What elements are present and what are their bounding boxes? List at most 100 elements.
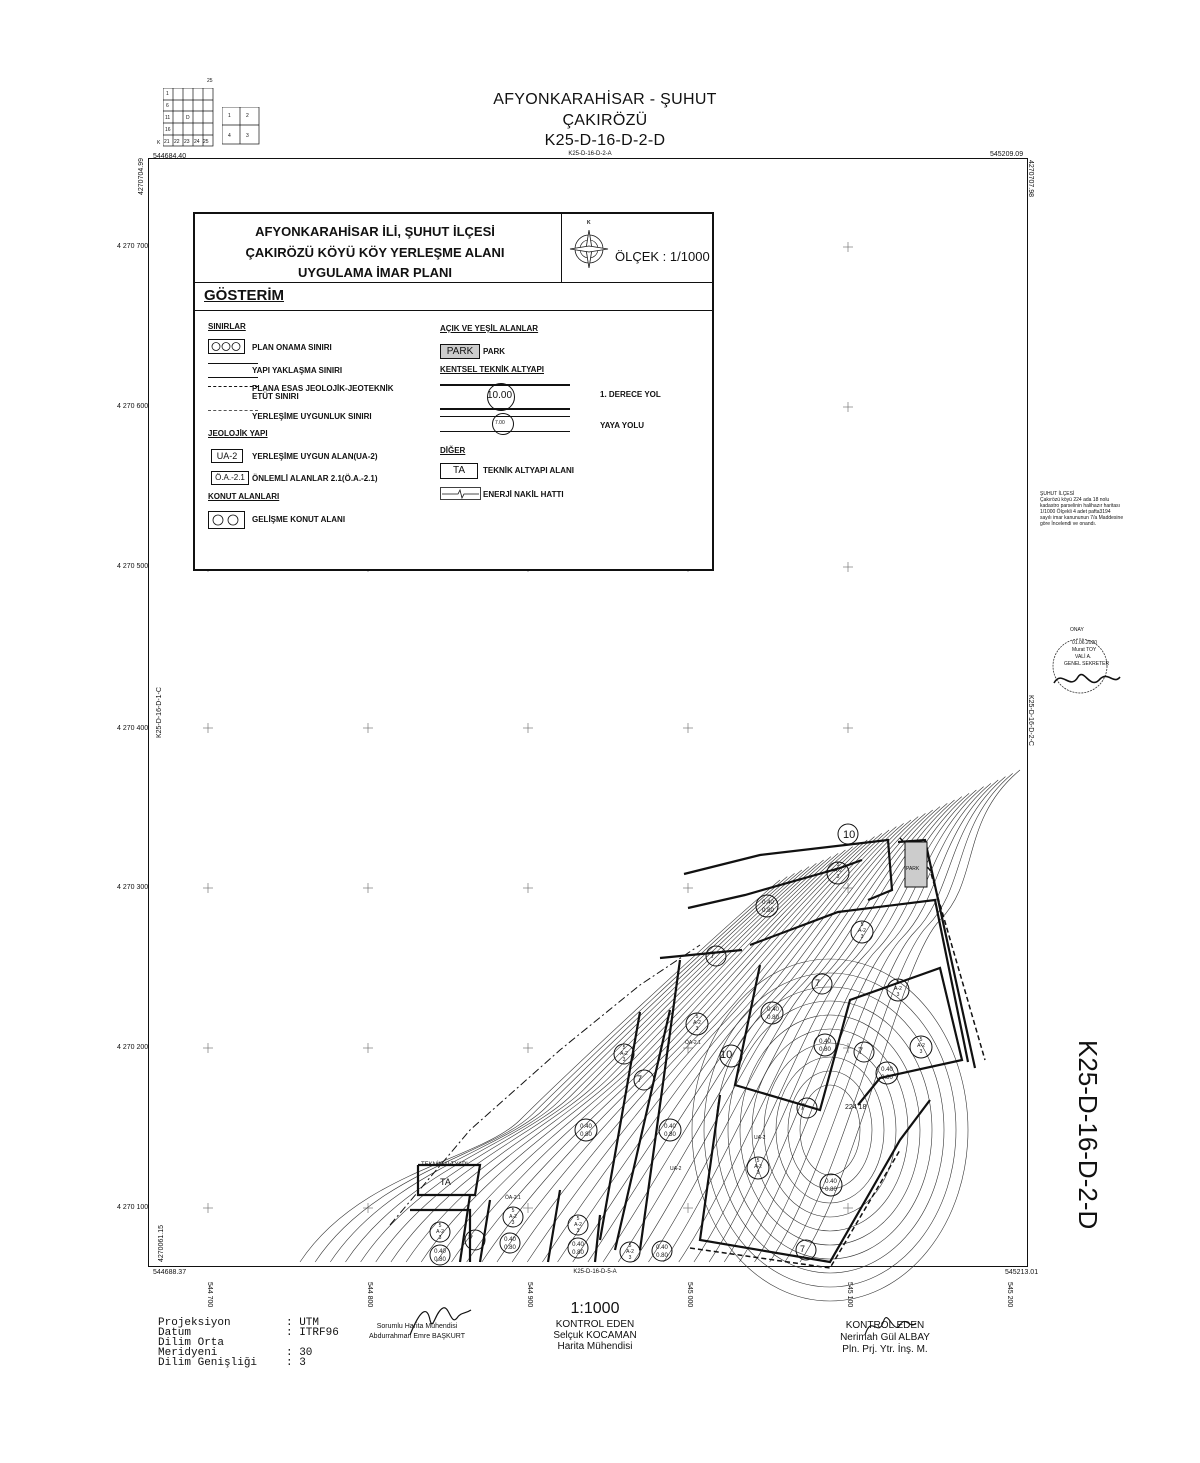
contour-hill — [799, 1084, 861, 1176]
contour-line — [527, 829, 890, 1263]
plan-approval-dashed-2 — [689, 1149, 901, 1269]
sorumlu-name: Abdurrahman Emre BAŞKURT — [369, 1333, 465, 1340]
block-floors: 5 — [628, 1243, 632, 1249]
title-divider-vertical — [561, 214, 562, 282]
road-label-circle — [837, 823, 859, 845]
block-zone: A-2 — [620, 1051, 628, 1057]
legend-panel: AFYONKARAHİSAR İLİ, ŞUHUT İLÇESİ ÇAKIRÖZ… — [193, 212, 714, 571]
projection-value: : ITRF96 — [286, 1327, 339, 1339]
road-label-7-d: 7 — [800, 1244, 806, 1254]
taks: 0.40 — [825, 1179, 837, 1185]
legend-title-1: AFYONKARAHİSAR İLİ, ŞUHUT İLÇESİ — [255, 224, 495, 239]
northing-label: 4 270 600 — [117, 403, 149, 410]
block-order: 3 — [919, 1049, 923, 1055]
contour-line — [314, 876, 788, 1263]
contour-line — [572, 819, 912, 1263]
section-jeolojik: JEOLOJİK YAPI — [208, 429, 268, 438]
projection-row: Projeksiyon: UTM — [158, 1317, 339, 1329]
teknik-altyapi-label: TEKNİK ALTYAPI — [421, 1162, 468, 1168]
ta-block — [416, 1163, 482, 1197]
legend-ua2: YERLEŞİME UYGUN ALAN(UA-2) — [252, 452, 378, 461]
power-line — [389, 944, 701, 1226]
road-label-circle — [796, 1097, 818, 1119]
road-7-west-c — [613, 1009, 672, 1251]
northing-label: 4 270 400 — [117, 725, 149, 732]
index-cell-24: 24 — [194, 139, 200, 145]
contour-line — [466, 843, 861, 1263]
kaks: 0.80 — [819, 1047, 831, 1053]
block-zone: A-2 — [858, 928, 866, 934]
map-frame — [148, 158, 1028, 1267]
index-cell-22: 22 — [174, 139, 180, 145]
kontrol2-signature — [864, 1317, 917, 1336]
legend-title-3: UYGULAMA İMAR PLANI — [297, 265, 453, 280]
block-order: 3 — [896, 992, 900, 998]
block-zone: A-2 — [894, 986, 902, 992]
block-order: 3 — [622, 1057, 626, 1063]
contour-hill — [751, 1028, 909, 1232]
road-label-circle — [574, 1118, 598, 1142]
plan-onama-symbol — [208, 339, 245, 354]
jeoteknik-symbol — [208, 386, 258, 400]
contour-line — [496, 836, 875, 1263]
projection-row: Datum : ITRF96 — [158, 1327, 339, 1339]
block-boundary-inner — [733, 964, 964, 1112]
road-7-cross — [659, 948, 743, 960]
gelisme-symbol — [208, 511, 245, 529]
index-cell-11: 11 — [165, 115, 171, 121]
road-7-west-b — [638, 959, 682, 1251]
mini-cell-2: 2 — [246, 113, 249, 119]
park-symbol: PARK — [440, 344, 480, 359]
mini-cell-4: 4 — [228, 133, 231, 139]
road-label-circle — [567, 1214, 589, 1236]
parcel-label: 224 18 — [845, 1104, 867, 1111]
block-order: 3 — [756, 1170, 760, 1176]
yaya-yol-value: 7.00 — [495, 420, 505, 426]
section-diger: DİĞER — [440, 446, 466, 455]
side-sheet-label: K25-D-16-D-2-D — [1073, 1040, 1103, 1230]
road-10-south-edge — [687, 858, 863, 910]
approval-note-line: 1/1000 Ölçekli 4 adet pafta3194 — [1040, 509, 1111, 515]
block-floors: 5 — [511, 1208, 515, 1214]
block-order: 3 — [836, 874, 840, 880]
road-label-7-f: 7 — [468, 1234, 474, 1244]
taks: 0.40 — [504, 1237, 516, 1243]
road-label-circle — [619, 1241, 641, 1263]
contour-line — [739, 783, 992, 1263]
onay-date: 01.06.2020 — [1072, 640, 1098, 646]
road-label-circle — [853, 1041, 875, 1063]
gosterim-heading: GÖSTERİM — [204, 287, 285, 304]
kaks: 0.80 — [767, 1015, 779, 1021]
zone-label-oa: ÖA-2.1 — [685, 1040, 701, 1046]
lower-left-block — [410, 1208, 472, 1262]
road-label-circle — [795, 1239, 817, 1261]
scale-bottom: 1:1000 — [570, 1300, 620, 1317]
road-label-circle — [429, 1244, 451, 1266]
road-label-circle — [464, 1229, 486, 1251]
contour-line — [542, 826, 897, 1263]
projection-key: Projeksiyon — [158, 1317, 231, 1329]
projection-key: Datum — [158, 1327, 192, 1339]
block-order: 3 — [511, 1220, 515, 1226]
road-label-circle — [658, 1118, 682, 1142]
northing-label: 4 270 300 — [117, 884, 149, 891]
road-label-circle — [755, 894, 779, 918]
ua2-symbol: UA-2 — [211, 449, 243, 463]
approval-note: ŞUHUT İLÇESİ Çakırözü köyü 224 ada 18 no… — [1040, 491, 1130, 527]
kaks: 0.80 — [572, 1250, 584, 1256]
approval-note-line: Çakırözü köyü 224 ada 18 nolu — [1040, 497, 1110, 503]
taks: 0.40 — [580, 1124, 592, 1130]
yapi-yaklasma-symbol — [208, 363, 258, 378]
road-label-7-c: 7 — [800, 1102, 806, 1112]
